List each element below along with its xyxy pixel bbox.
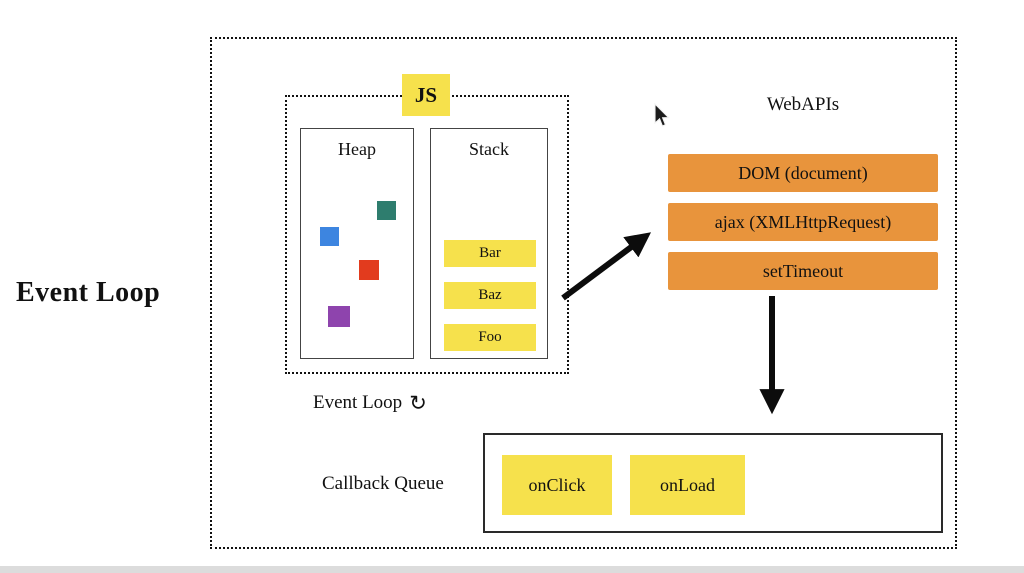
js-label: JS [402, 74, 450, 116]
stack-frame-foo: Foo [444, 324, 536, 351]
stack-box: Stack Bar Baz Foo [430, 128, 548, 359]
webapi-row-settimeout: setTimeout [668, 252, 938, 290]
event-loop-caption-text: Event Loop [313, 392, 403, 413]
heap-object-red-square [359, 260, 379, 280]
callback-item-onload: onLoad [630, 455, 745, 515]
event-loop-caption: Event Loop ↻ [313, 392, 427, 414]
stack-label: Stack [469, 139, 509, 159]
webapi-row-dom: DOM (document) [668, 154, 938, 192]
page-title: Event Loop [16, 277, 161, 308]
heap-object-teal-square [377, 201, 396, 220]
heap-label: Heap [338, 139, 376, 159]
heap-object-blue-square [320, 227, 339, 246]
heap-object-purple-square [328, 306, 350, 327]
callback-queue-box: onClick onLoad [483, 433, 943, 533]
outer-dotted-border [210, 37, 957, 549]
bottom-edge-strip [0, 566, 1024, 573]
webapis-label: WebAPIs [766, 94, 840, 115]
stack-frame-baz: Baz [444, 282, 536, 309]
callback-queue-label: Callback Queue [322, 473, 444, 494]
webapi-row-ajax: ajax (XMLHttpRequest) [668, 203, 938, 241]
mouse-cursor-icon [654, 103, 670, 127]
callback-item-onclick: onClick [502, 455, 612, 515]
refresh-cycle-icon: ↻ [409, 390, 427, 415]
heap-box: Heap [300, 128, 414, 359]
stack-frame-bar: Bar [444, 240, 536, 267]
